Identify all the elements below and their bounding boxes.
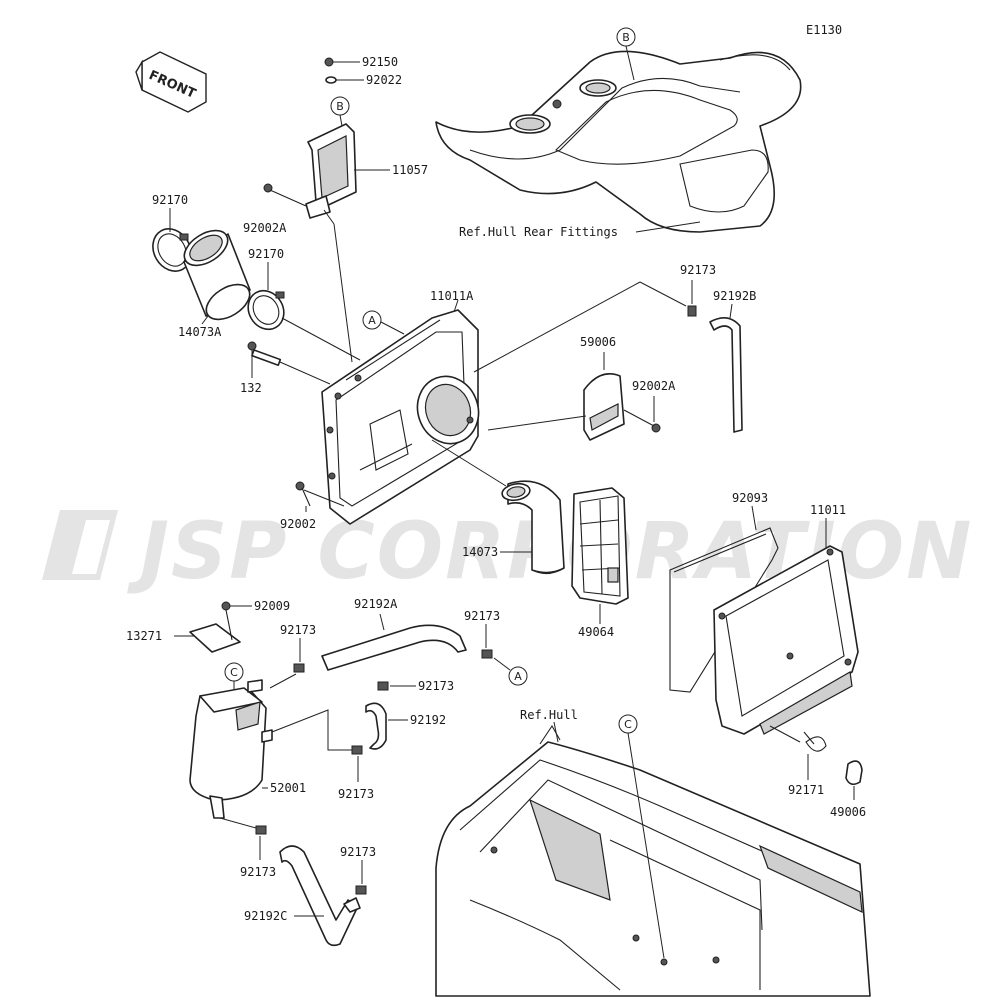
hull: Ref.Hull bbox=[435, 708, 871, 997]
label-92192: 92192 bbox=[410, 713, 446, 727]
screen-49064: 49064 bbox=[571, 487, 629, 639]
clamp-92173-a: 92173 bbox=[269, 623, 316, 689]
bolt-92002a-upper: 92002A bbox=[243, 183, 307, 235]
clamp-92173-d: 92173 bbox=[338, 745, 374, 801]
label-92173-a: 92173 bbox=[280, 623, 316, 637]
label-92173-c: 92173 bbox=[418, 679, 454, 693]
label-92173-b: 92173 bbox=[464, 609, 500, 623]
bolt-92002: 92002 bbox=[280, 481, 345, 531]
label-49064: 49064 bbox=[578, 625, 614, 639]
bracket-11057 bbox=[305, 123, 357, 219]
hose-92192b: 92192B bbox=[709, 289, 756, 433]
diagram-code: E1130 bbox=[806, 23, 842, 37]
marker-c-hull: C bbox=[618, 714, 665, 959]
clamp-92173-f: 92173 bbox=[340, 845, 376, 895]
label-14073a: 14073A bbox=[178, 325, 222, 339]
marker-c-left-text: C bbox=[230, 666, 238, 679]
label-52001: 52001 bbox=[270, 781, 306, 795]
clamp-92173-b: 92173 bbox=[464, 609, 511, 671]
marker-b-top-text: B bbox=[622, 31, 630, 44]
label-11057: 11057 bbox=[392, 163, 428, 177]
marker-a-top-text: A bbox=[368, 314, 376, 327]
label-14073: 14073 bbox=[462, 545, 498, 559]
label-92022: 92022 bbox=[366, 73, 402, 87]
label-11011a: 11011A bbox=[430, 289, 474, 303]
marker-c-hull-text: C bbox=[624, 718, 632, 731]
clip-92171: 92171 bbox=[769, 725, 827, 797]
label-59006: 59006 bbox=[580, 335, 616, 349]
label-92173-d: 92173 bbox=[338, 787, 374, 801]
label-92192a: 92192A bbox=[354, 597, 398, 611]
cover-59006: 59006 bbox=[487, 335, 625, 441]
label-92002a-upper: 92002A bbox=[243, 221, 287, 235]
label-92173-f: 92173 bbox=[340, 845, 376, 859]
front-direction-arrow: FRONT bbox=[135, 51, 207, 113]
clamp-92173-e: 92173 bbox=[219, 817, 276, 879]
marker-b-top: B bbox=[616, 27, 636, 81]
label-132: 132 bbox=[240, 381, 262, 395]
marker-a-top: A bbox=[362, 310, 405, 335]
label-92173-e: 92173 bbox=[240, 865, 276, 879]
label-92093: 92093 bbox=[732, 491, 768, 505]
label-11011: 11011 bbox=[810, 503, 846, 517]
clamp-92170-lower: 92170 bbox=[247, 247, 361, 361]
marker-a-right-text: A bbox=[514, 670, 522, 683]
hose-92192: 92192 bbox=[365, 702, 446, 750]
marker-b-bracket: B bbox=[330, 96, 350, 127]
clamp-92170-upper: 92170 bbox=[152, 193, 192, 272]
ref-hull: Ref.Hull bbox=[520, 708, 578, 722]
label-92192c: 92192C bbox=[244, 909, 287, 923]
bolt-132: 132 bbox=[240, 341, 331, 395]
duct-14073a: 14073A bbox=[178, 229, 251, 339]
label-49006: 49006 bbox=[830, 805, 866, 819]
label-92009: 92009 bbox=[254, 599, 290, 613]
label-13271: 13271 bbox=[126, 629, 162, 643]
hose-92192c: 92192C bbox=[244, 845, 361, 947]
clamp-92173-c: 92173 bbox=[377, 679, 454, 693]
label-92170-lower: 92170 bbox=[248, 247, 284, 261]
gasket-92093: 92093 bbox=[669, 491, 779, 693]
washer-92022: 92022 bbox=[325, 73, 402, 87]
marker-b-bracket-text: B bbox=[336, 100, 344, 113]
label-92002: 92002 bbox=[280, 517, 316, 531]
separator-52001: 52001 bbox=[189, 679, 306, 819]
marker-a-right: A bbox=[508, 666, 528, 686]
label-92171: 92171 bbox=[788, 783, 824, 797]
bolt-92150: 92150 bbox=[324, 55, 398, 69]
bolt-92009: 92009 bbox=[221, 599, 290, 641]
cap-49006: 49006 bbox=[830, 760, 866, 819]
label-92192b: 92192B bbox=[713, 289, 756, 303]
ref-hull-rear-fittings: Ref.Hull Rear Fittings bbox=[459, 225, 618, 239]
hull-rear-fittings bbox=[435, 50, 802, 233]
label-92170-upper: 92170 bbox=[152, 193, 188, 207]
label-92002a-right: 92002A bbox=[632, 379, 676, 393]
bolt-92002a-right: 92002A bbox=[623, 379, 676, 433]
air-box-11011a: 11011A bbox=[321, 289, 480, 525]
elbow-duct-14073: 14073 bbox=[431, 439, 565, 575]
label-92173-top: 92173 bbox=[680, 263, 716, 277]
air-box-11011: 11011 bbox=[713, 503, 859, 735]
plate-13271: 13271 bbox=[126, 623, 241, 653]
label-92150: 92150 bbox=[362, 55, 398, 69]
hose-92192a: 92192A bbox=[321, 597, 467, 671]
marker-c-left: C bbox=[224, 662, 244, 692]
clamp-92173-top: 92173 bbox=[680, 263, 716, 317]
